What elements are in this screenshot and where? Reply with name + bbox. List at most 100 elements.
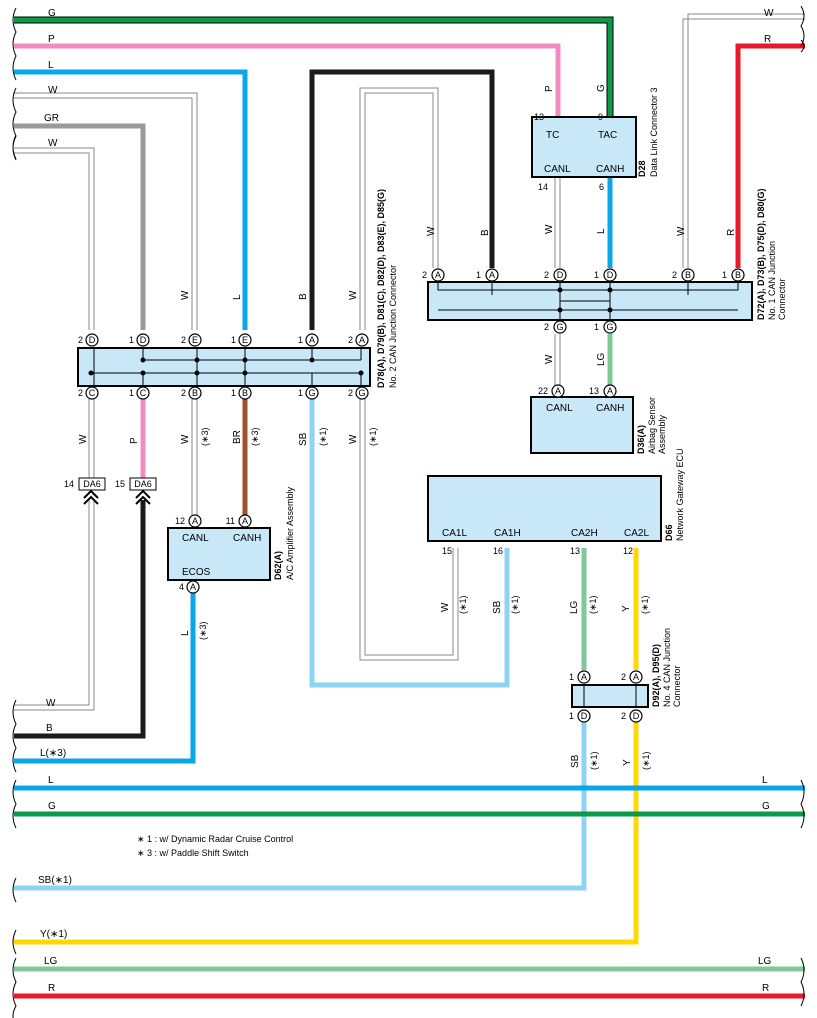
d28-canh: CANH — [596, 164, 624, 175]
jc1-name2: Connector — [777, 278, 787, 320]
jc2-id: D78(A), D79(B), D81(C), D82(D), D83(E), … — [376, 189, 386, 388]
svg-text:W: W — [676, 226, 687, 236]
wire-l3-bottom — [14, 590, 196, 764]
svg-text:No. 4 CAN Junction: No. 4 CAN Junction — [662, 628, 672, 707]
jc1-pin-1b: 1 B R — [722, 229, 745, 282]
svg-text:2: 2 — [348, 388, 353, 398]
svg-text:G: G — [358, 388, 365, 398]
jc1-pin-1g: 1 G LG — [594, 320, 617, 366]
d28-pin14: 14 — [538, 182, 548, 192]
d28-tac: TAC — [598, 130, 617, 141]
svg-text:B: B — [298, 293, 309, 300]
jc1-pin-2g: 2 G W — [544, 320, 567, 364]
svg-text:16: 16 — [493, 546, 503, 556]
svg-text:D: D — [140, 335, 147, 345]
svg-text:B: B — [242, 388, 248, 398]
jc2-pin-2e: 2 E W — [180, 290, 202, 347]
d28-tc: TC — [546, 130, 559, 141]
svg-text:D66: D66 — [664, 524, 674, 541]
wire-break-brackets — [12, 5, 805, 1018]
jc2-pin-2a: 2 A W — [348, 290, 369, 347]
svg-text:SB: SB — [492, 600, 503, 614]
d28-name: Data Link Connector 3 — [649, 87, 659, 177]
label-left-w6: W — [48, 138, 58, 149]
jc2-pin-1a: 1 A B — [298, 293, 319, 347]
svg-text:R: R — [726, 229, 737, 236]
svg-text:A: A — [489, 270, 495, 280]
wire-y-jc4-bottom — [14, 716, 639, 945]
svg-text:15: 15 — [115, 479, 125, 489]
svg-text:1: 1 — [594, 322, 599, 332]
svg-text:G: G — [308, 388, 315, 398]
jc1-pin-1d: 1 D — [594, 268, 617, 282]
svg-text:L: L — [180, 630, 191, 636]
label-bottom-lg-right: LG — [758, 956, 772, 967]
label-bottom-l-left: L — [48, 775, 54, 786]
airbag-sensor-assembly: 22 A 13 A CANL CANH D36(A) Airbag Sensor… — [530, 384, 667, 454]
svg-text:W: W — [180, 290, 191, 300]
d28-id: D28 — [637, 160, 647, 177]
svg-text:4: 4 — [179, 582, 184, 592]
svg-text:2: 2 — [348, 335, 353, 345]
svg-text:LG: LG — [569, 600, 580, 614]
label-bottom-r-left: R — [48, 983, 55, 994]
jc1-junction-connector: 2 A W 1 A B 2 D 1 D 2 B W 1 — [422, 188, 787, 366]
svg-text:CANL: CANL — [546, 403, 573, 414]
d28-pin13: 13 — [534, 112, 544, 122]
jc2-pin-1e: 1 E L — [231, 294, 252, 347]
svg-text:D92(A), D95(D): D92(A), D95(D) — [651, 644, 661, 707]
svg-text:12: 12 — [623, 546, 633, 556]
svg-text:B: B — [480, 229, 491, 236]
svg-text:W: W — [348, 434, 359, 444]
wire-b-bottom — [14, 500, 146, 739]
svg-text:(∗3): (∗3) — [200, 427, 210, 446]
label-bottom-sb1: SB(∗1) — [38, 875, 72, 886]
svg-text:A: A — [555, 386, 561, 396]
svg-text:11: 11 — [226, 516, 235, 526]
svg-text:2: 2 — [78, 388, 83, 398]
svg-text:(∗1): (∗1) — [588, 595, 598, 614]
svg-text:A: A — [607, 386, 613, 396]
svg-text:A: A — [581, 672, 587, 682]
label-bottom-g-left: G — [48, 801, 56, 812]
network-gateway-ecu: CA1L CA1H CA2H CA2L 15 16 13 12 W (∗1) S… — [427, 448, 685, 614]
svg-text:B: B — [735, 270, 741, 280]
svg-text:L: L — [232, 294, 243, 300]
da6-connector-right: 15 DA6 — [115, 477, 157, 505]
svg-text:CA2H: CA2H — [571, 528, 598, 539]
label-left-w3: L — [48, 60, 54, 71]
svg-text:D: D — [607, 270, 614, 280]
svg-text:B: B — [192, 388, 198, 398]
jc2-pin-2b: 2 B W (∗3) — [180, 386, 210, 446]
ac-amplifier-assembly: 12 A 11 A CANL CANH ECOS 4 A L (∗3) D62(… — [167, 486, 295, 640]
svg-text:1: 1 — [594, 270, 599, 280]
svg-text:B: B — [685, 270, 691, 280]
jc2-pin-1c: 1 C P — [129, 386, 150, 444]
jc1-name1: No. 1 CAN Junction — [767, 241, 777, 320]
svg-text:A: A — [192, 516, 198, 526]
svg-text:2: 2 — [181, 335, 186, 345]
jc1-pin-2d: 2 D — [544, 268, 567, 282]
svg-text:2: 2 — [621, 711, 626, 721]
svg-text:W: W — [180, 434, 191, 444]
jc1-id: D72(A), D73(B), D75(D), D80(G) — [756, 188, 766, 320]
svg-text:1: 1 — [231, 388, 236, 398]
label-left-w4: W — [48, 85, 58, 96]
svg-text:P: P — [129, 437, 140, 444]
svg-text:ECOS: ECOS — [182, 567, 211, 578]
svg-text:C: C — [89, 388, 96, 398]
d28-canl: CANL — [544, 164, 571, 175]
svg-text:A: A — [190, 582, 196, 592]
svg-text:2: 2 — [544, 270, 549, 280]
d28-wire-w: W — [544, 224, 555, 234]
svg-text:DA6: DA6 — [83, 479, 101, 489]
svg-text:1: 1 — [476, 270, 481, 280]
wire-p-top — [14, 43, 561, 116]
svg-text:Assembly: Assembly — [657, 414, 667, 454]
svg-text:(∗3): (∗3) — [250, 427, 260, 446]
label-right-w2: R — [764, 34, 771, 45]
svg-text:A: A — [359, 335, 365, 345]
label-bottom-g-right: G — [762, 801, 770, 812]
svg-text:Airbag Sensor: Airbag Sensor — [647, 397, 657, 454]
d28-wire-g: G — [596, 84, 607, 92]
